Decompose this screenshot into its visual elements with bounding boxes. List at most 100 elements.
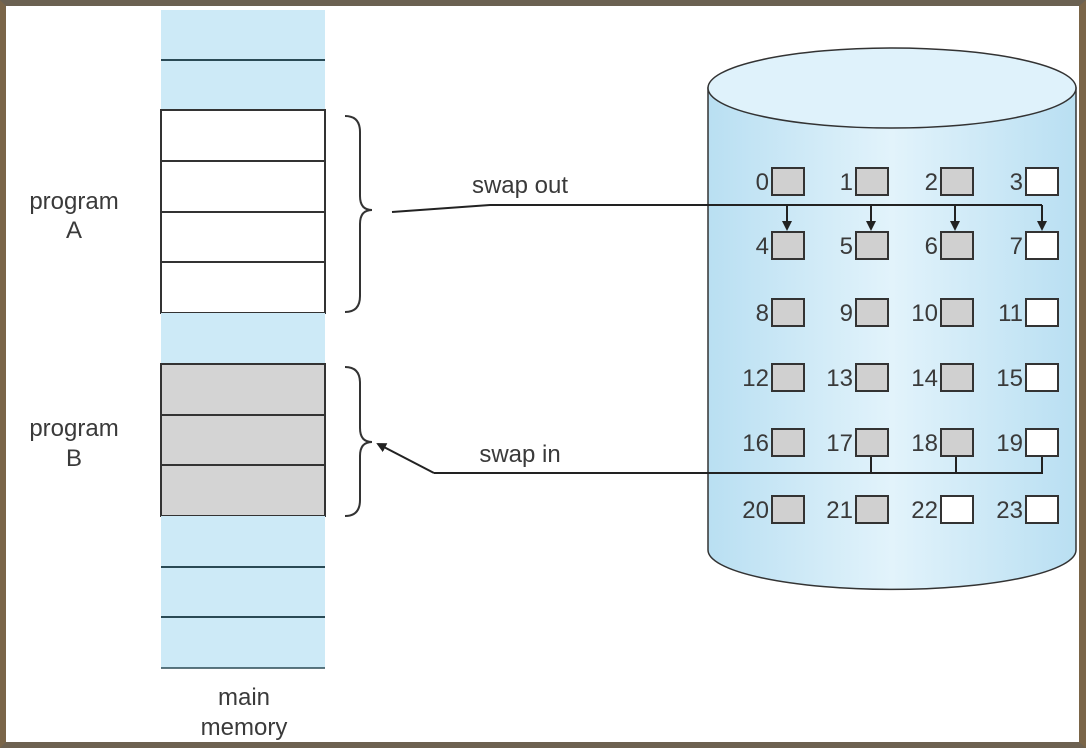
memory-frame-program-b (160, 464, 326, 517)
disk-block-used (940, 231, 974, 260)
disk-block-8: 8 (756, 298, 805, 327)
main-memory-column (160, 10, 326, 669)
disk-block-free (1025, 167, 1059, 196)
disk-block-13: 13 (826, 363, 889, 392)
disk-block-12: 12 (742, 363, 805, 392)
disk-block-16: 16 (742, 428, 805, 457)
disk-block-number: 21 (826, 497, 853, 524)
disk-block-free (1025, 428, 1059, 457)
memory-frame-free (161, 516, 325, 567)
disk-block-used (855, 428, 889, 457)
swap-in-label: swap in (479, 441, 560, 468)
disk-block-number: 9 (840, 300, 853, 327)
disk-block-7: 7 (1010, 231, 1059, 260)
disk-block-2: 2 (925, 167, 974, 196)
disk-block-number: 11 (998, 300, 1023, 327)
disk-block-22: 22 (911, 495, 974, 524)
disk-block-6: 6 (925, 231, 974, 260)
disk-block-used (940, 363, 974, 392)
disk-block-number: 14 (911, 365, 938, 392)
swap-out-arrow (391, 204, 1047, 231)
disk-block-1: 1 (840, 167, 889, 196)
swap-in-arrow (376, 443, 1043, 474)
disk-block-4: 4 (756, 231, 805, 260)
disk-block-21: 21 (826, 495, 889, 524)
memory-frame-program-b (160, 414, 326, 466)
disk-block-number: 12 (742, 365, 769, 392)
main-memory-label-line1: main (218, 684, 270, 711)
disk-block-used (771, 428, 805, 457)
disk-block-14: 14 (911, 363, 974, 392)
disk-block-number: 22 (911, 497, 938, 524)
disk-block-number: 19 (996, 430, 1023, 457)
memory-frame-free (161, 10, 325, 60)
disk-block-used (855, 495, 889, 524)
disk-block-free (940, 495, 974, 524)
memory-frame-free (161, 567, 325, 617)
main-memory-label-line2: memory (201, 714, 288, 741)
disk-block-number: 1 (840, 169, 853, 196)
disk-block-number: 8 (756, 300, 769, 327)
program-b-brace (344, 366, 373, 517)
disk-block-free (1025, 495, 1059, 524)
disk-block-23: 23 (996, 495, 1059, 524)
disk-block-used (855, 231, 889, 260)
disk-block-number: 17 (826, 430, 853, 457)
disk-block-used (855, 167, 889, 196)
disk-block-3: 3 (1010, 167, 1059, 196)
disk-block-used (940, 298, 974, 327)
disk-block-18: 18 (911, 428, 974, 457)
program-a-label-line2: A (66, 217, 82, 244)
disk-block-free (1025, 231, 1059, 260)
program-a-brace (344, 115, 373, 313)
disk-block-number: 2 (925, 169, 938, 196)
memory-frame-program-a (160, 211, 326, 263)
disk-block-17: 17 (826, 428, 889, 457)
disk-block-9: 9 (840, 298, 889, 327)
disk-block-number: 13 (826, 365, 853, 392)
disk-block-free (1025, 298, 1059, 327)
disk-block-used (771, 495, 805, 524)
disk-block-used (855, 298, 889, 327)
disk-block-number: 5 (840, 233, 853, 260)
disk-block-5: 5 (840, 231, 889, 260)
disk-block-used (771, 298, 805, 327)
disk-block-11: 11 (998, 298, 1059, 327)
disk-block-20: 20 (742, 495, 805, 524)
swap-out-label: swap out (472, 172, 568, 199)
disk-block-used (940, 428, 974, 457)
disk-block-used (940, 167, 974, 196)
memory-frame-free (161, 313, 325, 364)
disk-block-number: 23 (996, 497, 1023, 524)
program-a-label-line1: program (29, 188, 118, 215)
memory-frame-free (161, 60, 325, 110)
disk-block-0: 0 (756, 167, 805, 196)
memory-frame-program-a (160, 261, 326, 314)
memory-frame-program-a (160, 109, 326, 162)
disk-block-used (771, 167, 805, 196)
disk-block-used (771, 363, 805, 392)
disk-block-free (1025, 363, 1059, 392)
disk-block-10: 10 (911, 298, 974, 327)
memory-frame-free (161, 617, 325, 668)
disk-block-number: 15 (996, 365, 1023, 392)
disk-block-number: 16 (742, 430, 769, 457)
program-b-label-line2: B (66, 445, 82, 472)
disk-cylinder (707, 47, 1077, 591)
disk-block-19: 19 (996, 428, 1059, 457)
disk-block-used (855, 363, 889, 392)
disk-block-number: 7 (1010, 233, 1023, 260)
memory-frame-program-b (160, 363, 326, 416)
disk-block-number: 10 (911, 300, 938, 327)
disk-block-number: 0 (756, 169, 769, 196)
disk-block-number: 20 (742, 497, 769, 524)
disk-block-number: 6 (925, 233, 938, 260)
memory-frame-program-a (160, 160, 326, 213)
disk-block-number: 3 (1010, 169, 1023, 196)
program-b-label-line1: program (29, 415, 118, 442)
disk-block-used (771, 231, 805, 260)
disk-block-number: 18 (911, 430, 938, 457)
disk-block-15: 15 (996, 363, 1059, 392)
